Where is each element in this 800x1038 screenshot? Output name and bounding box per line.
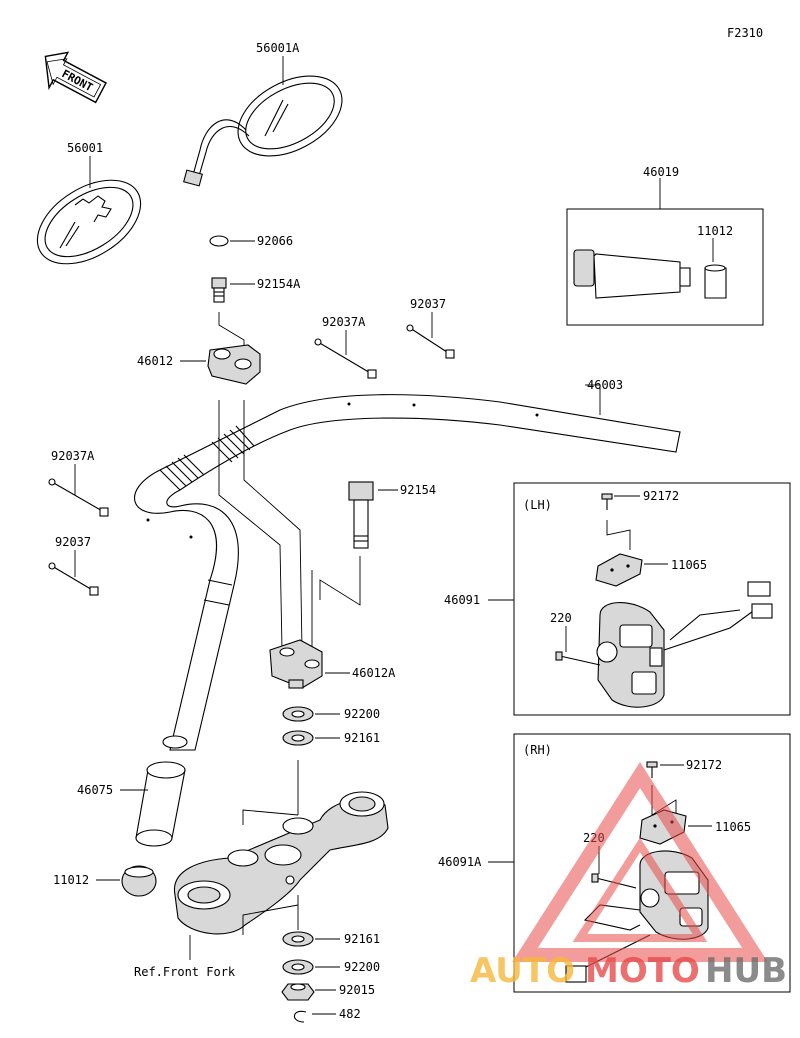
label-92037-top: 92037 bbox=[410, 297, 446, 311]
label-92200-bottom: 92200 bbox=[344, 960, 380, 974]
grip-assy-box bbox=[566, 208, 764, 326]
mirror-right bbox=[183, 75, 343, 187]
grip-46019 bbox=[573, 249, 691, 299]
front-arrow-icon: FRONT bbox=[44, 51, 107, 104]
bolt-92154a bbox=[211, 277, 227, 303]
holder-upper-46012 bbox=[207, 344, 261, 385]
bolt-92154 bbox=[348, 481, 374, 549]
watermark-part1: AUTO bbox=[470, 951, 575, 991]
label-92161-bottom: 92161 bbox=[344, 932, 380, 946]
label-rh-11065: 11065 bbox=[715, 820, 751, 834]
label-92066: 92066 bbox=[257, 234, 293, 248]
label-92154: 92154 bbox=[400, 483, 436, 497]
nut-92015 bbox=[281, 983, 315, 1001]
label-92161-top: 92161 bbox=[344, 731, 380, 745]
front-fork-clamp bbox=[173, 791, 389, 935]
label-lh-46091: 46091 bbox=[444, 593, 480, 607]
label-56001: 56001 bbox=[67, 141, 103, 155]
lh-cover-11065 bbox=[595, 553, 643, 587]
watermark-text: AUTO MOTO HUB bbox=[470, 951, 787, 991]
bolt-92037-left bbox=[48, 562, 99, 596]
label-ref-front-fork: Ref.Front Fork bbox=[134, 965, 236, 979]
mirror-left bbox=[36, 179, 142, 265]
washer-92200-bottom bbox=[282, 959, 314, 975]
lh-switch-box bbox=[513, 482, 791, 716]
weight-11012-box bbox=[704, 264, 727, 299]
watermark-part3: HUB bbox=[705, 951, 787, 991]
label-11012-left: 11012 bbox=[53, 873, 89, 887]
grip-46075 bbox=[135, 761, 186, 847]
figure-code: F2310 bbox=[727, 26, 763, 40]
label-92154a: 92154A bbox=[257, 277, 301, 291]
washer-92161-bottom bbox=[282, 931, 314, 947]
label-lh-92172: 92172 bbox=[643, 489, 679, 503]
washer-92161-top bbox=[282, 730, 314, 746]
label-46075: 46075 bbox=[77, 783, 113, 797]
label-rh-46091a: 46091A bbox=[438, 855, 482, 869]
lh-screw-92172 bbox=[601, 493, 613, 510]
rh-switch-box bbox=[513, 733, 791, 993]
label-lh-11065: 11065 bbox=[671, 558, 707, 572]
label-92037a-top: 92037A bbox=[322, 315, 366, 329]
label-92200-top: 92200 bbox=[344, 707, 380, 721]
watermark-triangle-icon bbox=[512, 761, 768, 962]
label-46003: 46003 bbox=[587, 378, 623, 392]
label-92037a-left: 92037A bbox=[51, 449, 95, 463]
label-46012: 46012 bbox=[137, 354, 173, 368]
clip-482 bbox=[293, 1010, 307, 1023]
holder-lower-46012a bbox=[269, 639, 323, 689]
lh-switch-46091 bbox=[596, 581, 773, 708]
label-lh-220: 220 bbox=[550, 611, 572, 625]
bolt-92037a-top bbox=[314, 338, 377, 379]
handlebar-46003 bbox=[134, 394, 681, 751]
washer-92200-top bbox=[282, 706, 314, 722]
lh-tag: (LH) bbox=[523, 498, 552, 512]
label-92015: 92015 bbox=[339, 983, 375, 997]
label-482: 482 bbox=[339, 1007, 361, 1021]
lh-screw-220 bbox=[555, 651, 601, 666]
label-46012a: 46012A bbox=[352, 666, 396, 680]
label-56001a: 56001A bbox=[256, 41, 300, 55]
rh-tag: (RH) bbox=[523, 743, 552, 757]
cap-92066 bbox=[209, 235, 229, 247]
bolt-92037-top bbox=[406, 324, 455, 359]
label-46019: 46019 bbox=[643, 165, 679, 179]
label-11012-box: 11012 bbox=[697, 224, 733, 238]
rh-screw-92172 bbox=[646, 761, 658, 778]
watermark-logo bbox=[512, 761, 768, 962]
label-92037-left: 92037 bbox=[55, 535, 91, 549]
bolt-92037a-left bbox=[48, 478, 109, 517]
label-rh-92172: 92172 bbox=[686, 758, 722, 772]
watermark-part2: MOTO bbox=[585, 951, 700, 991]
weight-11012-left bbox=[121, 865, 157, 897]
